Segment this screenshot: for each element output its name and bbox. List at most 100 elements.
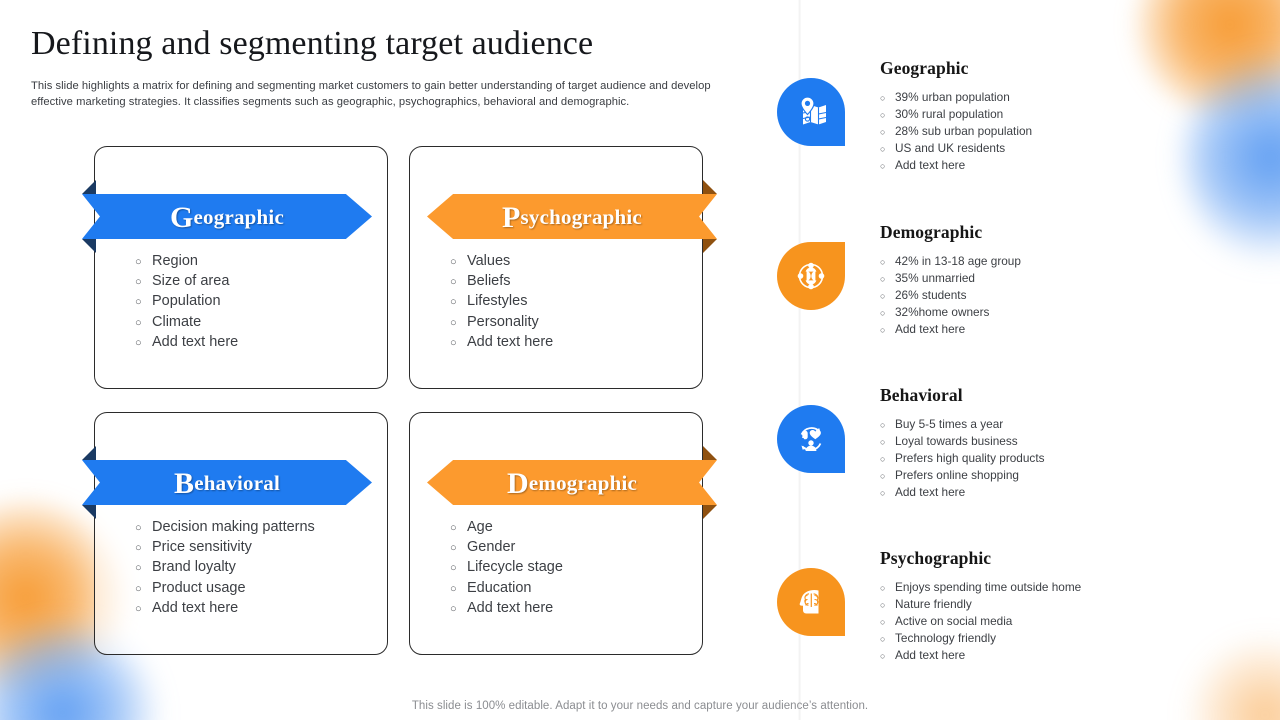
badge-shape	[777, 405, 845, 473]
bullet-icon: ○	[880, 437, 886, 447]
list-item-label: 32%home owners	[895, 305, 990, 319]
list-item: ○ Enjoys spending time outside home	[880, 579, 1081, 596]
list-item-label: Add text here	[152, 333, 239, 350]
list-item-label: Nature friendly	[895, 597, 972, 611]
page-subtitle: This slide highlights a matrix for defin…	[31, 80, 711, 108]
bullet-icon: ○	[880, 488, 886, 498]
bullet-icon: ○	[880, 600, 886, 610]
card-title-initial: B	[173, 467, 195, 500]
card-title-initial: P	[502, 201, 521, 234]
list-item: ○ Price sensitivity	[135, 538, 315, 558]
matrix-card-demographic[interactable]: Demographic ○ Age ○ Gender ○ Lifecycle stag…	[409, 412, 717, 655]
bullet-icon: ○	[450, 316, 457, 329]
list-item: ○ Brand loyalty	[135, 558, 315, 578]
list-item: ○Technology friendly	[880, 630, 1081, 647]
ribbon-fold-top-icon	[82, 446, 96, 460]
bullet-icon: ○	[880, 420, 886, 430]
bullet-icon: ○	[135, 296, 142, 309]
list-item-label: Product usage	[152, 579, 246, 596]
ribbon-fold-bottom-icon	[703, 239, 717, 253]
bullet-icon: ○	[135, 542, 142, 555]
bullet-icon: ○	[880, 583, 886, 593]
list-item: ○Education	[450, 579, 563, 599]
list-item: ○ Beliefs	[450, 272, 553, 292]
list-item-label: Age	[467, 519, 493, 535]
bullet-icon: ○	[450, 522, 457, 534]
matrix-card-geographic[interactable]: Geographic ○Region ○ Size of area ○Popula…	[82, 146, 388, 389]
bullet-icon: ○	[450, 562, 457, 575]
list-item: ○Prefers online shopping	[880, 467, 1045, 484]
list-item-label: Buy 5-5 times a year	[895, 417, 1004, 431]
bullet-icon: ○	[135, 522, 142, 534]
head-brain-icon	[777, 568, 845, 636]
bullet-icon: ○	[880, 325, 886, 335]
bullet-icon: ○	[450, 542, 457, 555]
list-item: ○39% urban population	[880, 89, 1032, 106]
list-item-label: 35% unmarried	[895, 271, 975, 285]
list-item: ○ Buy 5-5 times a year	[880, 416, 1045, 433]
people-group-circle-icon	[777, 242, 845, 310]
list-item-label: Active on social media	[895, 614, 1013, 628]
ribbon-fold-bottom-icon	[82, 239, 96, 253]
ribbon-fold-top-icon	[703, 446, 717, 460]
list-item-label: Decision making patterns	[152, 519, 315, 535]
list-item-label: Size of area	[152, 273, 230, 290]
bullet-icon: ○	[450, 582, 457, 595]
card-bullet-list: ○ Age ○ Gender ○ Lifecycle stage ○Education…	[450, 518, 563, 619]
bullet-icon: ○	[135, 336, 142, 349]
bullet-icon: ○	[450, 602, 457, 615]
list-item: ○ Gender	[450, 538, 563, 558]
page-title: Defining and segmenting target audience	[31, 25, 594, 62]
orange-blur-top-right	[1135, 0, 1280, 117]
list-item-label: Personality	[467, 313, 539, 330]
list-item-label: Gender	[467, 539, 516, 556]
segment-badge	[777, 242, 845, 310]
list-item-label: Loyal towards business	[895, 434, 1018, 448]
list-item: ○ Add text here	[135, 333, 238, 353]
card-title-initial: D	[506, 467, 529, 500]
card-title-rest: eographic	[193, 205, 284, 229]
list-item-label: Values	[467, 253, 511, 269]
list-item-label: Prefers high quality products	[895, 451, 1045, 465]
segment-badge	[777, 78, 845, 146]
bullet-icon: ○	[135, 602, 142, 615]
customer-loyalty-cycle-icon	[777, 405, 845, 473]
bullet-icon: ○	[135, 582, 142, 595]
card-ribbon-banner: Psychographic	[427, 194, 717, 239]
list-item: ○ Loyal towards business	[880, 433, 1045, 450]
list-item: ○Population	[135, 292, 238, 312]
matrix-card-psychographic[interactable]: Psychographic ○Values ○Beliefs ○Lifestyl…	[409, 146, 717, 389]
list-item-label: Add text here	[895, 158, 966, 172]
matrix-card-behavioral[interactable]: Behavioral ○ Decision making patterns ○ Pr…	[82, 412, 388, 655]
list-item-label: Add text here	[895, 485, 966, 499]
list-item-label: Add text here	[895, 322, 966, 336]
list-item-label: Brand loyalty	[152, 559, 236, 576]
card-title: Psychographic	[502, 203, 642, 233]
list-item: ○42% in 13-18 age group	[880, 253, 1021, 270]
vertical-divider	[798, 0, 801, 720]
bullet-icon: ○	[880, 257, 886, 267]
list-item: ○US and UK residents	[880, 140, 1032, 157]
card-ribbon-banner: Behavioral	[82, 460, 372, 505]
bullet-icon: ○	[135, 256, 142, 268]
list-item-label: US and UK residents	[895, 141, 1006, 155]
list-item: ○ Age	[450, 518, 563, 538]
list-item-label: Climate	[152, 313, 202, 330]
list-item-label: Price sensitivity	[152, 539, 252, 556]
list-item-label: Add text here	[467, 599, 554, 616]
list-item-label: Beliefs	[467, 273, 511, 290]
card-title: Demographic	[507, 469, 637, 499]
list-item-label: Enjoys spending time outside home	[895, 580, 1082, 594]
bullet-icon: ○	[450, 336, 457, 349]
bullet-icon: ○	[135, 316, 142, 329]
list-item: ○ Nature friendly	[880, 596, 1081, 613]
list-item: ○Region	[135, 252, 238, 272]
card-bullet-list: ○Region ○ Size of area ○Population ○ Clima…	[135, 252, 238, 353]
bullet-icon: ○	[450, 276, 457, 289]
list-item-label: Lifecycle stage	[467, 559, 563, 576]
bullet-icon: ○	[880, 634, 886, 644]
bullet-icon: ○	[135, 562, 142, 575]
card-ribbon-banner: Geographic	[82, 194, 372, 239]
ribbon-fold-top-icon	[82, 180, 96, 194]
segment-title: Psychographic	[880, 548, 992, 568]
